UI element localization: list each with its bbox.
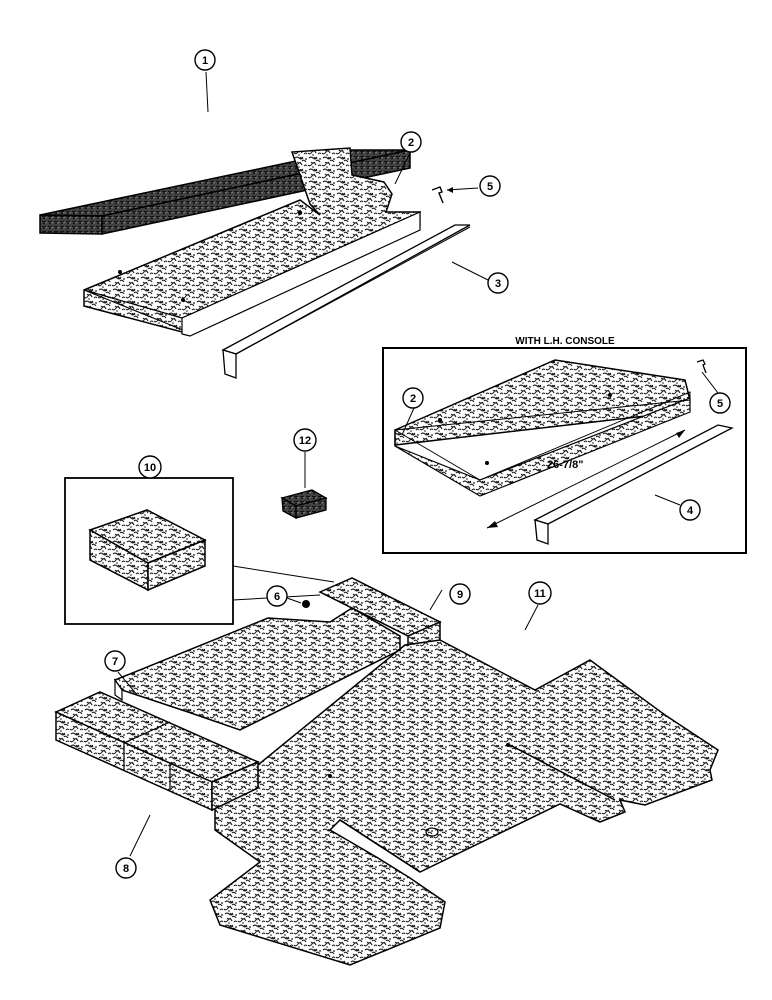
callout-12: 12 <box>293 428 317 452</box>
dimension-label: 26-7/8" <box>547 459 583 471</box>
part-12-block <box>280 489 328 520</box>
svg-text:4: 4 <box>687 505 694 517</box>
svg-text:2: 2 <box>408 137 414 149</box>
svg-text:11: 11 <box>534 588 546 600</box>
callout-4: 4 <box>679 499 701 521</box>
svg-text:1: 1 <box>202 55 208 67</box>
svg-text:9: 9 <box>457 589 463 601</box>
svg-text:2: 2 <box>410 393 416 405</box>
callout-5: 5 <box>479 175 501 197</box>
part-3-angle-strip <box>221 224 471 379</box>
svg-text:6: 6 <box>274 591 280 603</box>
part-2-floor-mat <box>83 147 422 337</box>
callout-10: 10 <box>138 455 162 479</box>
svg-text:10: 10 <box>144 462 156 474</box>
svg-text:7: 7 <box>112 656 118 668</box>
callout-5-inset: 5 <box>709 392 731 414</box>
part-8-riser-blocks <box>54 691 260 812</box>
callout-1: 1 <box>194 49 216 71</box>
part-7-floor-mat <box>113 607 401 731</box>
callout-9: 9 <box>449 583 471 605</box>
svg-text:5: 5 <box>487 181 493 193</box>
callout-7: 7 <box>104 650 126 672</box>
svg-text:12: 12 <box>299 435 311 447</box>
inset-lh-console <box>382 347 747 554</box>
screw-5 <box>431 186 479 204</box>
svg-text:8: 8 <box>123 863 129 875</box>
callout-8: 8 <box>115 857 137 879</box>
svg-text:5: 5 <box>717 398 723 410</box>
callout-2: 2 <box>400 131 422 153</box>
callout-2-inset: 2 <box>402 387 424 409</box>
nut-6 <box>286 597 310 608</box>
part-11-floor-mat <box>209 639 719 966</box>
callout-11: 11 <box>528 581 552 605</box>
leader-lines <box>117 71 719 857</box>
inset-heading: WITH L.H. CONSOLE <box>515 336 615 347</box>
callout-6: 6 <box>266 585 288 607</box>
inset-part-10 <box>64 477 335 625</box>
svg-text:3: 3 <box>495 278 501 290</box>
callout-3: 3 <box>487 272 509 294</box>
